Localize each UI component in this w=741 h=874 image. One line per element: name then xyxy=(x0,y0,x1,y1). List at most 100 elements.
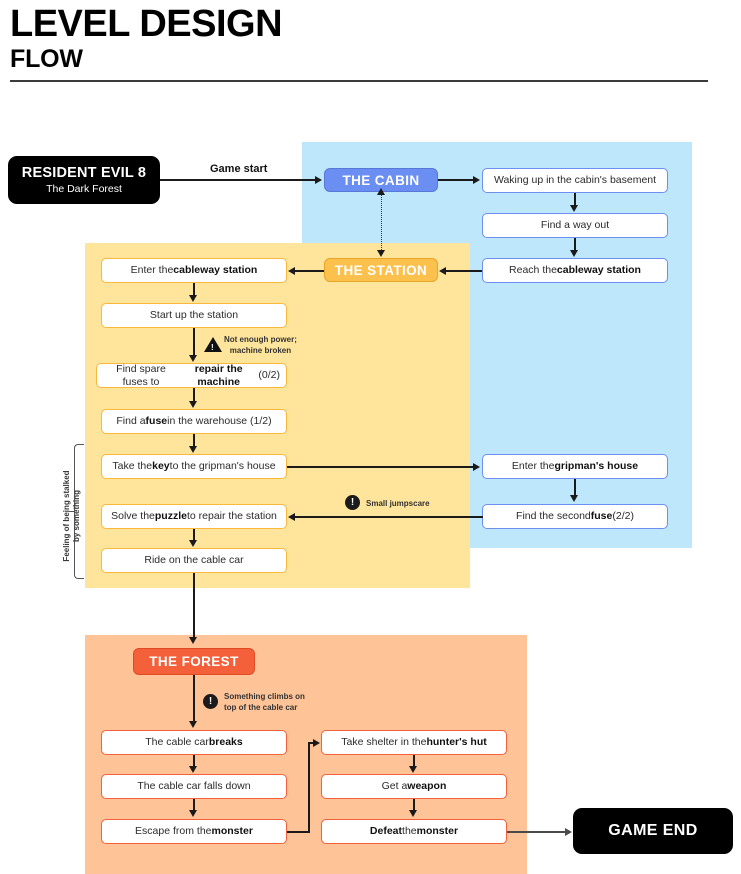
box-cable-car-breaks[interactable]: The cable car breaks xyxy=(101,730,287,755)
edge-fall-to-escape-arrow xyxy=(189,810,197,817)
box-text-emphasis: repair the machine xyxy=(194,362,243,388)
note-small-jumpscare: Small jumpscare xyxy=(366,499,430,508)
box-cable-car-falls[interactable]: The cable car falls down xyxy=(101,774,287,799)
edge-gripman-to-secondfuse xyxy=(574,479,576,497)
box-solve-puzzle[interactable]: Solve the puzzle to repair the station xyxy=(101,504,287,529)
box-start-up-station[interactable]: Start up the station xyxy=(101,303,287,328)
box-find-way-out[interactable]: Find a way out xyxy=(482,213,668,238)
edge-start-to-cabin-arrow xyxy=(315,175,322,184)
bracket-nub xyxy=(69,511,74,513)
header-divider xyxy=(10,80,708,82)
edge-puzzle-to-ride-arrow xyxy=(189,540,197,547)
edge-label-game-start: Game start xyxy=(210,163,268,175)
box-enter-cableway-station[interactable]: Enter the cableway station xyxy=(101,258,287,283)
box-text: Find spare fuses to xyxy=(116,362,166,388)
box-take-shelter-hut[interactable]: Take shelter in the hunter's hut xyxy=(321,730,507,755)
edge-forest-to-break-arrow xyxy=(189,721,197,728)
page-subtitle: FLOW xyxy=(10,45,83,73)
box-reach-cableway-station[interactable]: Reach the cableway station xyxy=(482,258,668,283)
box-text-emphasis: key xyxy=(152,460,170,472)
edge-gripman-to-secondfuse-arrow xyxy=(570,495,578,502)
edge-defeat-to-end-arrow xyxy=(565,827,572,836)
box-text: Find the second xyxy=(516,510,591,522)
edge-station-to-cabin-dotted xyxy=(381,192,382,252)
edge-station-to-cabin-arrow-down xyxy=(376,250,385,257)
edge-shelter-to-weapon xyxy=(413,755,415,767)
box-take-key-gripman[interactable]: Take the key to the gripman's house xyxy=(101,454,287,479)
edge-reach-to-station xyxy=(446,270,482,272)
box-text: The cable car xyxy=(145,736,209,748)
note-not-enough-power: Not enough power; machine broken xyxy=(224,334,297,356)
box-text-emphasis: fuse xyxy=(590,510,613,522)
box-text-emphasis: monster xyxy=(211,825,253,837)
box-text-suffix: to repair the station xyxy=(186,510,277,522)
edge-ride-to-forest-arrow xyxy=(189,637,197,644)
edge-escape-to-shelter-v xyxy=(308,742,310,832)
box-defeat-monster[interactable]: Defeat the monster xyxy=(321,819,507,844)
edge-fall-to-escape xyxy=(193,799,195,811)
box-text: Find a xyxy=(116,415,146,427)
edge-escape-to-shelter-h2 xyxy=(308,742,315,744)
box-enter-gripmans-house[interactable]: Enter the gripman's house xyxy=(482,454,668,479)
chip-the-cabin[interactable]: THE CABIN xyxy=(324,168,438,192)
edge-secondfuse-to-puzzle-arrow xyxy=(288,512,295,521)
edge-escape-to-shelter-h1 xyxy=(287,831,310,833)
box-text-emphasis: gripman's house xyxy=(554,460,639,472)
edge-cabin-to-waking xyxy=(438,179,475,181)
chip-the-forest[interactable]: THE FOREST xyxy=(133,648,255,675)
chip-the-station[interactable]: THE STATION xyxy=(324,258,438,282)
edge-findfuse-to-takekey xyxy=(193,434,195,447)
box-text-emphasis-2: monster xyxy=(416,825,459,837)
edge-findway-to-reach xyxy=(574,238,576,252)
bracket-label-line2: by something xyxy=(72,490,81,543)
exclamation-circle-icon: ! xyxy=(345,495,360,510)
box-find-second-fuse[interactable]: Find the second fuse (2/2) xyxy=(482,504,668,529)
edge-secondfuse-to-puzzle xyxy=(295,516,483,518)
box-text-suffix: to the gripman's house xyxy=(169,460,276,472)
edge-enter-to-startup xyxy=(193,283,195,297)
box-text-emphasis: Defeat xyxy=(369,825,403,837)
edge-startup-to-sparefuses xyxy=(193,328,195,356)
start-node-title: RESIDENT EVIL 8 xyxy=(21,165,147,181)
box-text-suffix: in the warehouse (1/2) xyxy=(167,415,272,427)
edge-sparefuses-to-findfuse xyxy=(193,388,195,402)
edge-defeat-to-end xyxy=(507,831,569,833)
box-text: Take shelter in the xyxy=(341,736,427,748)
edge-station-to-cabin-arrow-up xyxy=(376,188,385,195)
box-text: The cable car falls down xyxy=(137,780,251,792)
box-find-fuse-warehouse[interactable]: Find a fuse in the warehouse (1/2) xyxy=(101,409,287,434)
box-text-emphasis: puzzle xyxy=(154,510,187,522)
box-text: Ride on the cable car xyxy=(144,554,244,566)
edge-station-to-enter xyxy=(295,270,324,272)
box-text: Waking up in the cabin's basement xyxy=(493,174,657,186)
box-text-emphasis: fuse xyxy=(145,415,168,427)
edge-break-to-fall-arrow xyxy=(189,766,197,773)
edge-shelter-to-weapon-arrow xyxy=(409,766,417,773)
box-text-suffix: (2/2) xyxy=(612,510,634,522)
edge-findfuse-to-takekey-arrow xyxy=(189,446,197,453)
edge-waking-to-findway xyxy=(574,193,576,207)
box-find-spare-fuses[interactable]: Find spare fuses to repair the machine (… xyxy=(96,363,287,388)
box-text: Take the xyxy=(112,460,153,472)
start-node[interactable]: RESIDENT EVIL 8 The Dark Forest xyxy=(8,156,160,204)
warning-triangle-bang: ! xyxy=(211,343,214,352)
edge-startup-to-sparefuses-arrow xyxy=(189,355,197,362)
bracket-label-line1: Feeling of being stalked xyxy=(62,470,71,562)
box-ride-cable-car[interactable]: Ride on the cable car xyxy=(101,548,287,573)
edge-reach-to-station-arrow xyxy=(439,266,446,275)
warning-triangle-icon xyxy=(204,337,222,352)
box-text: Start up the station xyxy=(149,309,239,321)
edge-weapon-to-defeat xyxy=(413,799,415,811)
note-line2: machine broken xyxy=(229,346,292,355)
edge-ride-to-forest xyxy=(193,573,195,638)
box-text: Find a way out xyxy=(540,219,610,231)
edge-enter-to-startup-arrow xyxy=(189,295,197,302)
end-node[interactable]: GAME END xyxy=(573,808,733,854)
bracket-label: Feeling of being stalked by something xyxy=(62,461,82,571)
box-get-weapon[interactable]: Get a weapon xyxy=(321,774,507,799)
box-waking-up[interactable]: Waking up in the cabin's basement xyxy=(482,168,668,193)
box-text: Enter the xyxy=(130,264,174,276)
edge-findway-to-reach-arrow xyxy=(570,250,578,257)
box-escape-monster[interactable]: Escape from the monster xyxy=(101,819,287,844)
